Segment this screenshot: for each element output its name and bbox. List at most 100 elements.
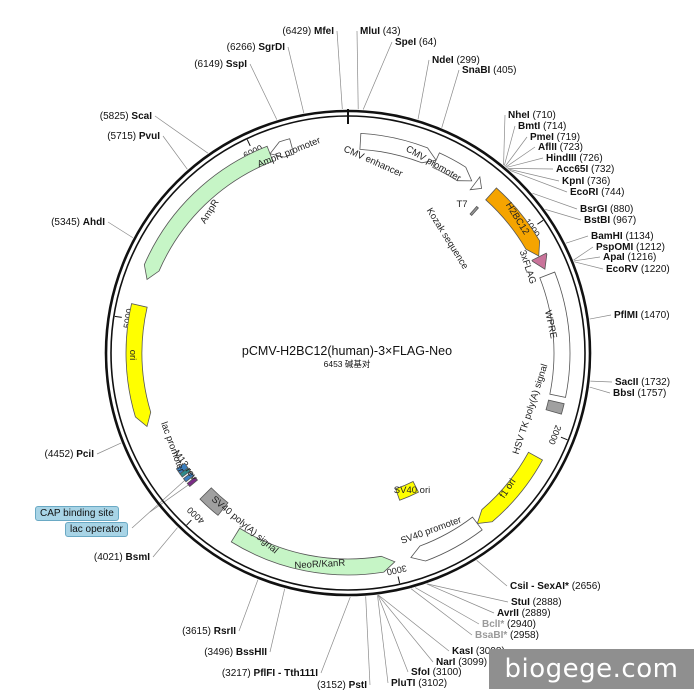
site-kpni: KpnI (736): [562, 176, 610, 187]
site-name: BclI*: [482, 619, 504, 630]
site-leader: [96, 442, 122, 455]
feature-shape-t7: [469, 175, 483, 191]
site-name: PvuI: [139, 131, 160, 142]
site-position: (726): [577, 153, 603, 164]
site-pvui: (5715) PvuI: [107, 131, 160, 142]
site-pmei: PmeI (719): [530, 132, 580, 143]
svg-text:KasI (3098): KasI (3098): [452, 646, 505, 657]
svg-text:HindIII (726): HindIII (726): [546, 153, 603, 164]
site-leader: [503, 125, 516, 166]
site-position: (3615): [182, 626, 214, 637]
feature-label-ori: ori: [127, 350, 138, 361]
site-hindiii: HindIII (726): [546, 153, 603, 164]
site-bamhi: BamHI (1134): [591, 231, 654, 242]
feature-label-kozak-sequence: Kozak sequence: [424, 206, 471, 271]
site-snabi: SnaBI (405): [462, 65, 516, 76]
site-leader: [426, 583, 509, 603]
feature-shape-wpre: [539, 271, 571, 398]
site-position: (5715): [107, 131, 139, 142]
site-leader: [320, 596, 351, 674]
site-position: (64): [416, 37, 437, 48]
site-position: (5825): [100, 111, 132, 122]
site-name: MluI: [360, 26, 380, 37]
site-position: (2940): [504, 619, 536, 630]
site-leader: [377, 594, 434, 663]
site-mlui: MluI (43): [360, 26, 401, 37]
site-position: (744): [598, 187, 624, 198]
site-position: (714): [540, 121, 566, 132]
site-leader: [507, 168, 554, 170]
svg-text:KpnI (736): KpnI (736): [562, 176, 610, 187]
svg-text:Acc65I (732): Acc65I (732): [556, 164, 614, 175]
site-leader: [249, 63, 278, 120]
site-spei: SpeI (64): [395, 37, 437, 48]
site-leader: [503, 114, 506, 166]
site-leader: [152, 527, 178, 558]
site-position: (1134): [623, 231, 654, 242]
site-name: BamHI: [591, 231, 623, 242]
site-position: (1212): [633, 242, 665, 253]
site-name: NarI: [436, 657, 456, 668]
svg-text:SnaBI (405): SnaBI (405): [462, 65, 516, 76]
site-position: (2656): [569, 581, 601, 592]
svg-text:BstBI (967): BstBI (967): [584, 215, 636, 226]
feature-shape-cmv-promoter: [432, 152, 473, 182]
site-position: (6266): [227, 42, 259, 53]
site-pflmi: PflMI (1470): [614, 310, 670, 321]
site-bsabi: BsaBI* (2958): [475, 630, 539, 641]
svg-text:(6149) SspI: (6149) SspI: [194, 59, 247, 70]
svg-text:(4021) BsmI: (4021) BsmI: [94, 552, 150, 563]
site-aflii: AflII (723): [538, 142, 583, 153]
plasmid-title-block: pCMV-H2BC12(human)-3×FLAG-Neo 6453 碱基对: [242, 344, 452, 369]
svg-text:(3217) PflFI - Tth111I: (3217) PflFI - Tth111I: [222, 668, 318, 679]
site-name: AhdI: [83, 217, 105, 228]
site-name: BsrGI: [580, 204, 607, 215]
feature-shape-sv40-promoter: [410, 516, 483, 562]
svg-text:BclI* (2940): BclI* (2940): [482, 619, 536, 630]
site-position: (3099): [455, 657, 487, 668]
site-leader: [589, 314, 612, 320]
site-name: AvrII: [497, 608, 519, 619]
feature-lac-operator: [182, 471, 195, 483]
site-leader: [417, 59, 430, 120]
backbone-ring: [104, 109, 592, 597]
tick-label: 3000: [386, 563, 408, 577]
site-name: PluTI: [391, 678, 416, 689]
svg-text:(5715) PvuI: (5715) PvuI: [107, 131, 160, 142]
site-leader: [377, 595, 409, 673]
site-leader: [378, 594, 450, 652]
feature-sv40-ori: SV40 ori: [394, 480, 430, 501]
svg-text:NarI (3099): NarI (3099): [436, 657, 487, 668]
plasmid-name: pCMV-H2BC12(human)-3×FLAG-Neo: [242, 344, 452, 358]
feature-shape-kozak-sequence: [469, 205, 479, 216]
svg-text:MluI (43): MluI (43): [360, 26, 401, 37]
svg-text:BbsI (1757): BbsI (1757): [613, 388, 666, 399]
site-leader: [509, 169, 568, 193]
site-name: AflII: [538, 142, 557, 153]
site-position: (3102): [415, 678, 447, 689]
feature-shape-ampr: [143, 145, 274, 281]
site-ecori: EcoRI (744): [570, 187, 624, 198]
site-bmti: BmtI (714): [518, 121, 566, 132]
site-leader: [545, 209, 582, 221]
feature-shape-neor-kanr: [230, 527, 396, 576]
feature-shape-lac-operator: [182, 471, 195, 483]
site-leader: [336, 30, 343, 110]
site-leader: [162, 135, 188, 170]
svg-text:PflMI (1470): PflMI (1470): [614, 310, 670, 321]
site-leader: [415, 587, 480, 625]
svg-text:(3615) RsrII: (3615) RsrII: [182, 626, 236, 637]
svg-text:BsaBI* (2958): BsaBI* (2958): [475, 630, 539, 641]
site-name: PstI: [349, 680, 368, 691]
site-position: (880): [607, 204, 633, 215]
feature-shape-cmv-enhancer: [359, 132, 437, 164]
site-name: StuI: [511, 597, 530, 608]
svg-text:SfoI (3100): SfoI (3100): [411, 667, 462, 678]
site-position: (43): [380, 26, 401, 37]
svg-text:(6266) SgrDI: (6266) SgrDI: [227, 42, 286, 53]
feature-label-hsv-tk-poly-a-signal: HSV TK poly(A) signal: [511, 363, 551, 456]
site-position: (719): [554, 132, 580, 143]
site-position: (1732): [638, 377, 670, 388]
